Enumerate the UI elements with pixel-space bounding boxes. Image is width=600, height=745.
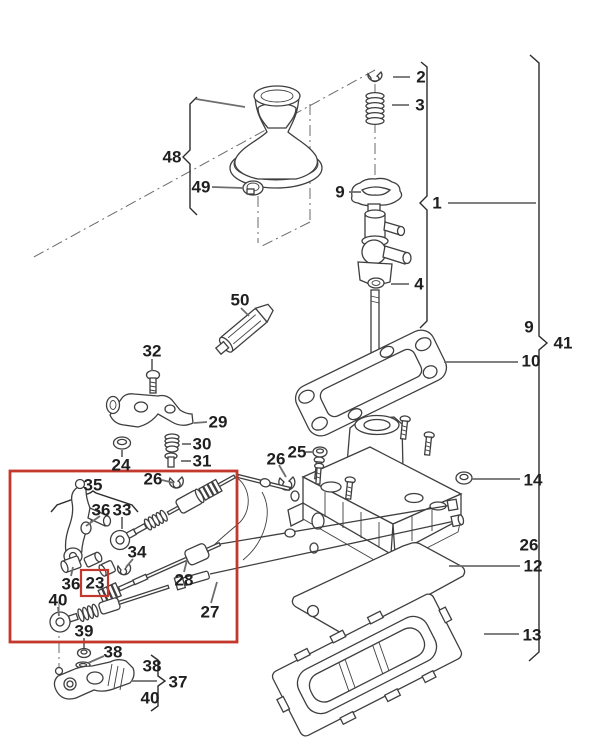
part-label-34: 34 (128, 543, 147, 562)
leader-line (195, 98, 246, 108)
part-34-washer (116, 562, 132, 576)
leader-line (240, 307, 250, 317)
leader-line (278, 464, 287, 478)
part-label-33: 33 (113, 501, 132, 520)
part-label-9: 9 (335, 183, 344, 202)
leader-lines (57, 76, 536, 682)
leader-line (183, 559, 188, 573)
leader-line (87, 655, 105, 664)
part-label-40: 40 (49, 591, 68, 610)
part-label-32: 32 (143, 342, 162, 361)
leader-line (70, 566, 74, 577)
part-label-50: 50 (231, 291, 250, 310)
part-23-highlight-box (79, 568, 110, 598)
part-label-3: 3 (415, 96, 424, 115)
part-label-35: 35 (84, 476, 103, 495)
part-label-12: 12 (524, 557, 543, 576)
part-label-27: 27 (201, 603, 220, 622)
part-label-36: 36 (92, 501, 111, 520)
part-32-bolt (145, 369, 161, 394)
part-label-9: 9 (524, 318, 533, 337)
part-50-grease-tube (214, 303, 274, 356)
leader-line (57, 606, 60, 617)
part-2-clip (367, 70, 383, 83)
part-label-1: 1 (432, 194, 441, 213)
part-37-relay-arm (53, 659, 135, 700)
leader-line (125, 558, 134, 568)
part-label-25: 25 (288, 443, 307, 462)
part-36-bushing-lower (60, 555, 82, 574)
part-label-38: 38 (143, 657, 162, 676)
part-label-49: 49 (192, 178, 211, 197)
leader-line (85, 515, 101, 527)
leader-line (210, 581, 218, 604)
part-49-clamp (242, 180, 264, 196)
part-label-26: 26 (144, 470, 163, 489)
part-10-gasket (294, 329, 448, 437)
part-label-36: 36 (62, 575, 81, 594)
part-label-37: 37 (169, 673, 188, 692)
part-29-bracket (105, 393, 194, 428)
part-label-31: 31 (193, 452, 212, 471)
part-1-shift-housing (287, 414, 463, 569)
part-label-38: 38 (104, 643, 123, 662)
cable-a-adjuster (236, 473, 291, 492)
part-label-26: 26 (267, 450, 286, 469)
leader-line (161, 479, 175, 484)
part-label-13: 13 (523, 626, 542, 645)
part-48-gear-knob (229, 85, 323, 189)
part-4-nut (367, 277, 385, 289)
part-label-41: 41 (554, 334, 573, 353)
leader-line (211, 186, 244, 189)
group-brackets (50, 54, 549, 712)
bracket-part-48 (182, 96, 198, 216)
part-label-30: 30 (193, 435, 212, 454)
part-39-nut (76, 647, 92, 659)
part-label-28: 28 (175, 571, 194, 590)
leader-line (193, 421, 208, 424)
part-label-40: 40 (141, 689, 160, 708)
part-24-nut (112, 436, 132, 450)
part-27-cable (173, 514, 465, 591)
part-26-clip-cable (168, 475, 184, 489)
part-33-cable-end (109, 474, 237, 551)
part-label-4: 4 (414, 275, 424, 294)
part-label-23: 23 (86, 574, 105, 593)
part-23-bushings (83, 551, 116, 577)
part-label-2: 2 (416, 68, 425, 87)
bracket-part-1 (419, 61, 428, 329)
bracket-part-35 (50, 490, 139, 513)
part-3-spring (365, 91, 385, 126)
bracket-part-41 (528, 54, 549, 662)
part-label-10: 10 (522, 352, 541, 371)
part-14-nut (455, 471, 473, 485)
highlight-boxes (8, 469, 239, 644)
part-label-39: 39 (75, 622, 94, 641)
part-lever-assembly (357, 209, 412, 287)
part-13-frame (271, 593, 463, 737)
part-label-29: 29 (209, 413, 228, 432)
red-box (8, 469, 239, 644)
part-25-nut-and-screw (312, 446, 328, 485)
part-30-bushing (164, 433, 180, 453)
part-label-48: 48 (163, 148, 182, 167)
bracket-part-37 (150, 654, 167, 712)
part-9-selector-gate (350, 177, 403, 212)
part-label-14: 14 (524, 471, 543, 490)
part-label-26: 26 (520, 536, 539, 555)
part-31-pin (164, 452, 178, 468)
part-label-24: 24 (112, 456, 131, 475)
part-40-cable-end (49, 584, 170, 633)
